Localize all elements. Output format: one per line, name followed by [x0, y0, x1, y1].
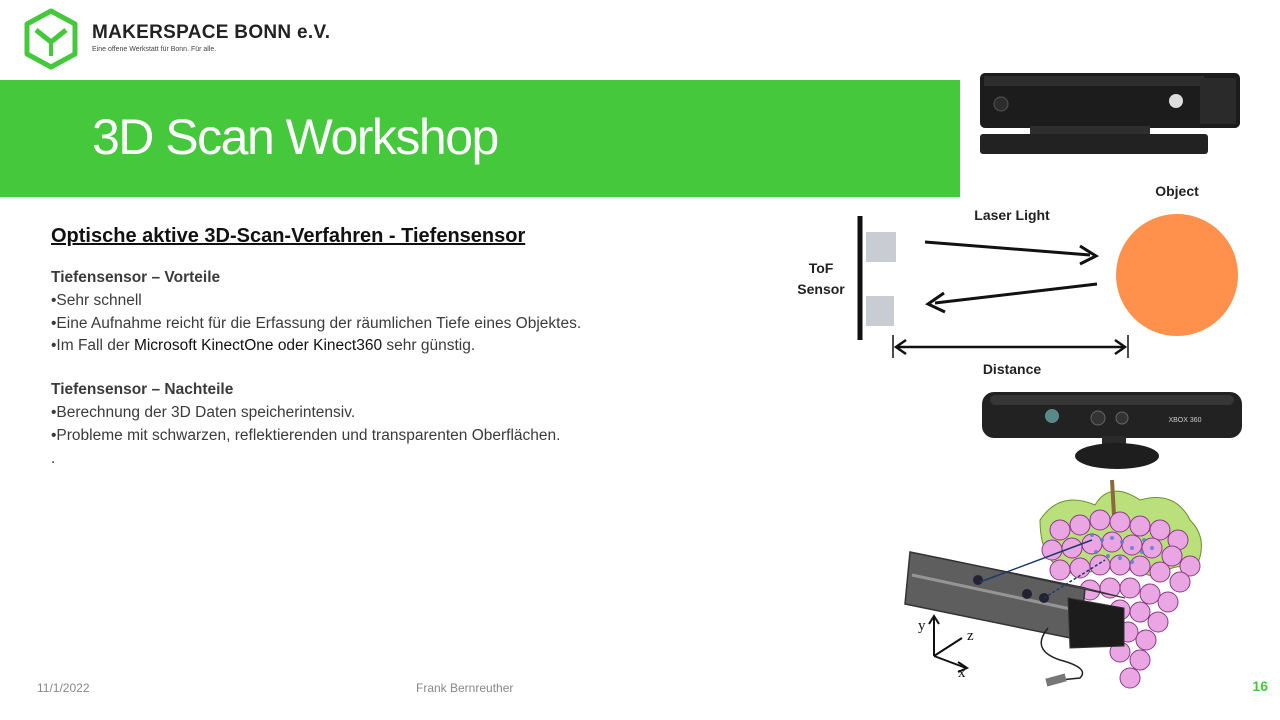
cons-item: . — [51, 450, 56, 467]
slide-title: 3D Scan Workshop — [92, 109, 499, 165]
tof-diagram: ToF Sensor Laser Light Object Distance — [797, 183, 1238, 377]
org-tagline: Eine offene Werkstatt für Bonn. Für alle… — [92, 46, 217, 53]
kinect-one-image — [980, 73, 1240, 154]
sensor-label-line1: ToF — [809, 260, 834, 276]
pros-item: •Sehr schnell — [51, 292, 142, 309]
grapes-image — [1039, 479, 1202, 689]
axis-y-label: y — [918, 618, 926, 634]
depth-sensor-bar-image: y z x — [904, 539, 1126, 687]
kinect-360-image: XBOX 360 — [982, 392, 1242, 469]
pros-item: •Im Fall der Microsoft KinectOne oder Ki… — [51, 337, 475, 355]
cons-item: •Probleme mit schwarzen, reflektierenden… — [51, 427, 561, 444]
page-number: 16 — [1252, 678, 1268, 694]
xbox-label: XBOX 360 — [1168, 417, 1201, 424]
object-label: Object — [1155, 183, 1199, 199]
pros-item-suffix: sehr günstig. — [382, 337, 476, 354]
title-banner — [0, 80, 960, 197]
illustration-panel: ToF Sensor Laser Light Object Distance X… — [797, 73, 1242, 689]
org-name: MAKERSPACE BONN e.V. — [92, 22, 331, 43]
pros-item-prefix: •Im Fall der — [51, 337, 134, 354]
footer-author: Frank Bernreuther — [416, 681, 514, 695]
object-circle — [1116, 214, 1238, 336]
axis-z-label: z — [967, 628, 974, 644]
sensor-label-line2: Sensor — [797, 281, 845, 297]
pros-title: Tiefensensor – Vorteile — [51, 269, 221, 286]
cons-title: Tiefensensor – Nachteile — [51, 381, 234, 398]
laser-label: Laser Light — [974, 207, 1050, 223]
distance-label: Distance — [983, 361, 1042, 377]
section-heading: Optische aktive 3D-Scan-Verfahren - Tief… — [51, 225, 526, 247]
pros-item: •Eine Aufnahme reicht für die Erfassung … — [51, 315, 582, 332]
makerspace-logo-icon — [24, 8, 78, 70]
device-names: Microsoft KinectOne oder Kinect360 — [133, 337, 383, 354]
axis-x-label: x — [958, 665, 966, 681]
footer-date: 11/1/2022 — [37, 681, 90, 695]
cons-item: •Berechnung der 3D Daten speicherintensi… — [51, 404, 356, 421]
